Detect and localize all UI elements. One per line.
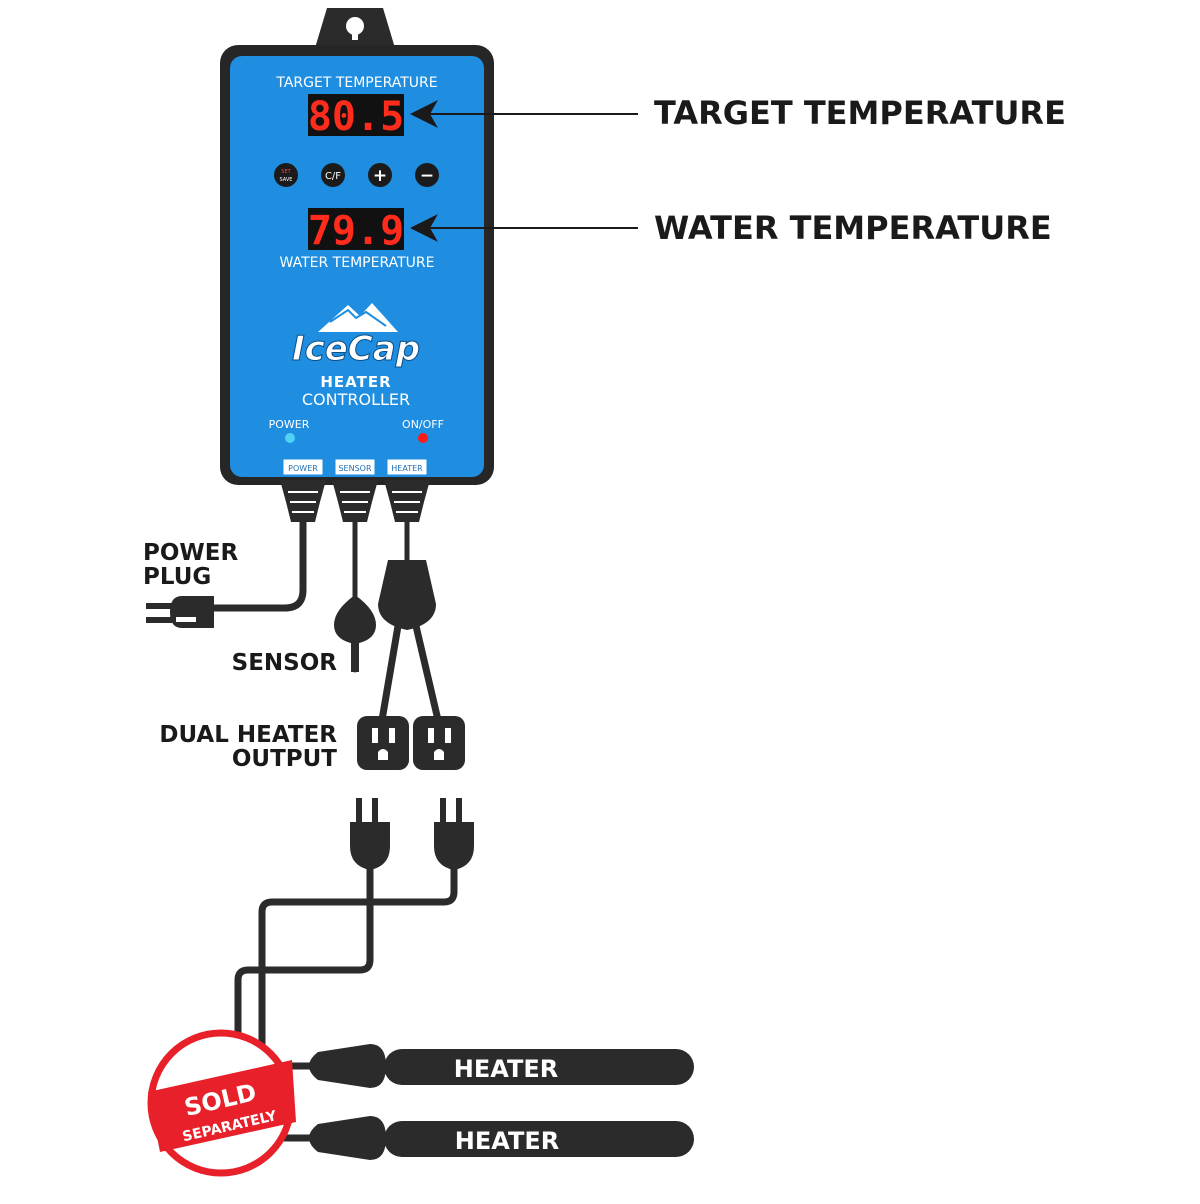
water-temp-display [308, 208, 404, 250]
dual-heater-callout-line1: DUAL HEATER [159, 722, 337, 748]
target-temp-arrow [410, 100, 638, 128]
sensor-callout: SENSOR [232, 650, 338, 676]
port-tag-power [283, 459, 323, 475]
port-tag-heater [387, 459, 427, 475]
port-label-sensor: SENSOR [338, 464, 371, 473]
minus-button[interactable]: − [415, 163, 439, 187]
cf-button[interactable]: C/F [321, 163, 345, 187]
controller-face [230, 56, 484, 477]
heater-1-label: HEATER [454, 1055, 558, 1083]
power-plug-callout-line1: POWER [143, 540, 238, 566]
water-temp-panel-label: WATER TEMPERATURE [280, 255, 435, 271]
heater-2: HEATER [309, 1116, 694, 1160]
heater-2-label: HEATER [455, 1127, 559, 1155]
power-plug-callout-line2: PLUG [143, 564, 211, 590]
onoff-led-label: ON/OFF [402, 418, 444, 431]
controller-body: TARGET TEMPERATURE 80.5 SET SAVE C/F + −… [220, 45, 494, 485]
icecap-logo: IceCap [291, 303, 421, 370]
set-save-button[interactable]: SET SAVE [274, 163, 298, 187]
water-temp-callout: WATER TEMPERATURE [654, 209, 1052, 247]
power-plug [146, 518, 307, 628]
product-line2: CONTROLLER [302, 390, 410, 409]
plus-label: + [373, 166, 387, 186]
target-temp-callout: TARGET TEMPERATURE [654, 94, 1066, 132]
hanger-tab [315, 8, 395, 48]
plus-button[interactable]: + [368, 163, 392, 187]
heater-1: HEATER [309, 1044, 694, 1088]
minus-label: − [420, 166, 434, 186]
onoff-led [418, 433, 428, 443]
heater-splitter [378, 519, 442, 724]
target-temp-display [308, 94, 404, 136]
product-line1: HEATER [320, 373, 391, 391]
water-temp-arrow [410, 214, 638, 242]
power-led [285, 433, 295, 443]
set-label: SET [281, 169, 291, 175]
cord-glands [280, 480, 430, 522]
port-tag-sensor [335, 459, 375, 475]
target-temp-value: 80.5 [308, 94, 404, 140]
water-temp-value: 79.9 [308, 208, 404, 254]
cf-label: C/F [325, 171, 341, 182]
brand-name: IceCap [292, 329, 420, 369]
dual-outlet [357, 716, 465, 770]
dual-heater-callout-line2: OUTPUT [232, 746, 337, 772]
save-label: SAVE [280, 177, 293, 183]
port-label-heater: HEATER [391, 464, 423, 473]
heater-plugs [350, 798, 474, 870]
target-temp-panel-label: TARGET TEMPERATURE [275, 75, 437, 91]
sold-separately-badge: SOLD SEPARATELY [147, 1029, 296, 1177]
power-led-label: POWER [269, 418, 310, 431]
sensor-probe [334, 519, 376, 673]
port-label-power: POWER [288, 464, 318, 473]
